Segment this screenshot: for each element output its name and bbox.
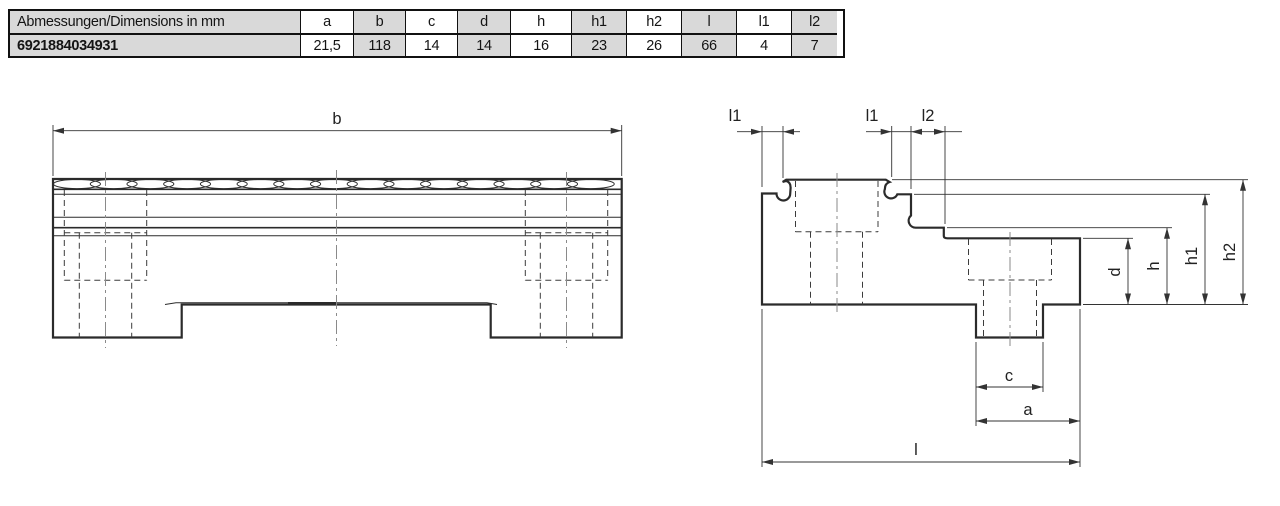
dim-label-d: d (1106, 267, 1124, 276)
table-title-cell: Abmessungen/Dimensions in mm (10, 11, 300, 35)
dimension-l1-left: l1 (729, 107, 800, 187)
hidden-hole-right (524, 190, 609, 338)
dimension-c: c (975, 342, 1044, 426)
dim-label-c: c (1005, 367, 1013, 385)
front-body-outline (51, 177, 623, 339)
value-l: 66 (681, 35, 736, 56)
col-header-a: a (300, 11, 353, 35)
dimension-b: b (52, 110, 623, 176)
value-h2: 26 (626, 35, 681, 56)
dim-label-l2: l2 (922, 107, 935, 125)
section-centerlines (836, 173, 1011, 347)
value-a: 21,5 (300, 35, 353, 56)
value-l2: 7 (791, 35, 837, 56)
section-profile-outline (760, 178, 1082, 339)
value-c: 14 (405, 35, 457, 56)
dim-label-h1: h1 (1183, 247, 1201, 265)
dim-label-l1b: l1 (866, 107, 879, 125)
article-number-cell: 6921884034931 (10, 35, 300, 56)
hidden-hole-left (63, 190, 148, 338)
col-header-b: b (353, 11, 405, 35)
value-l1: 4 (736, 35, 791, 56)
value-h: 16 (510, 35, 571, 56)
dim-label-l: l (914, 441, 918, 459)
col-header-d: d (457, 11, 510, 35)
dim-label-b: b (332, 110, 341, 128)
dim-label-a: a (1023, 401, 1033, 419)
section-hidden-hole-right (968, 239, 1052, 338)
col-header-l: l (681, 11, 736, 35)
front-centerlines (105, 170, 567, 348)
dimension-a: a (976, 309, 1081, 467)
value-h1: 23 (571, 35, 626, 56)
wave-spring-band (53, 178, 615, 190)
dim-label-h: h (1145, 261, 1163, 270)
front-view: b (51, 110, 623, 348)
dimension-l1-mid: l1 (866, 107, 962, 189)
dimension-heights: d h h1 h2 (892, 179, 1248, 305)
col-header-h1: h1 (571, 11, 626, 35)
dim-label-h2: h2 (1221, 243, 1239, 261)
section-view: l1 l1 l2 d h h1 h2 (729, 107, 1248, 467)
col-header-h2: h2 (626, 11, 681, 35)
value-b: 118 (353, 35, 405, 56)
dim-label-l1: l1 (729, 107, 742, 125)
dimension-l: l (761, 309, 1080, 467)
dimension-l2: l2 (922, 107, 946, 224)
col-header-c: c (405, 11, 457, 35)
col-header-h: h (510, 11, 571, 35)
value-d: 14 (457, 35, 510, 56)
dimensions-table: Abmessungen/Dimensions in mm a b c d h h… (8, 9, 845, 58)
col-header-l1: l1 (736, 11, 791, 35)
col-header-l2: l2 (791, 11, 837, 35)
